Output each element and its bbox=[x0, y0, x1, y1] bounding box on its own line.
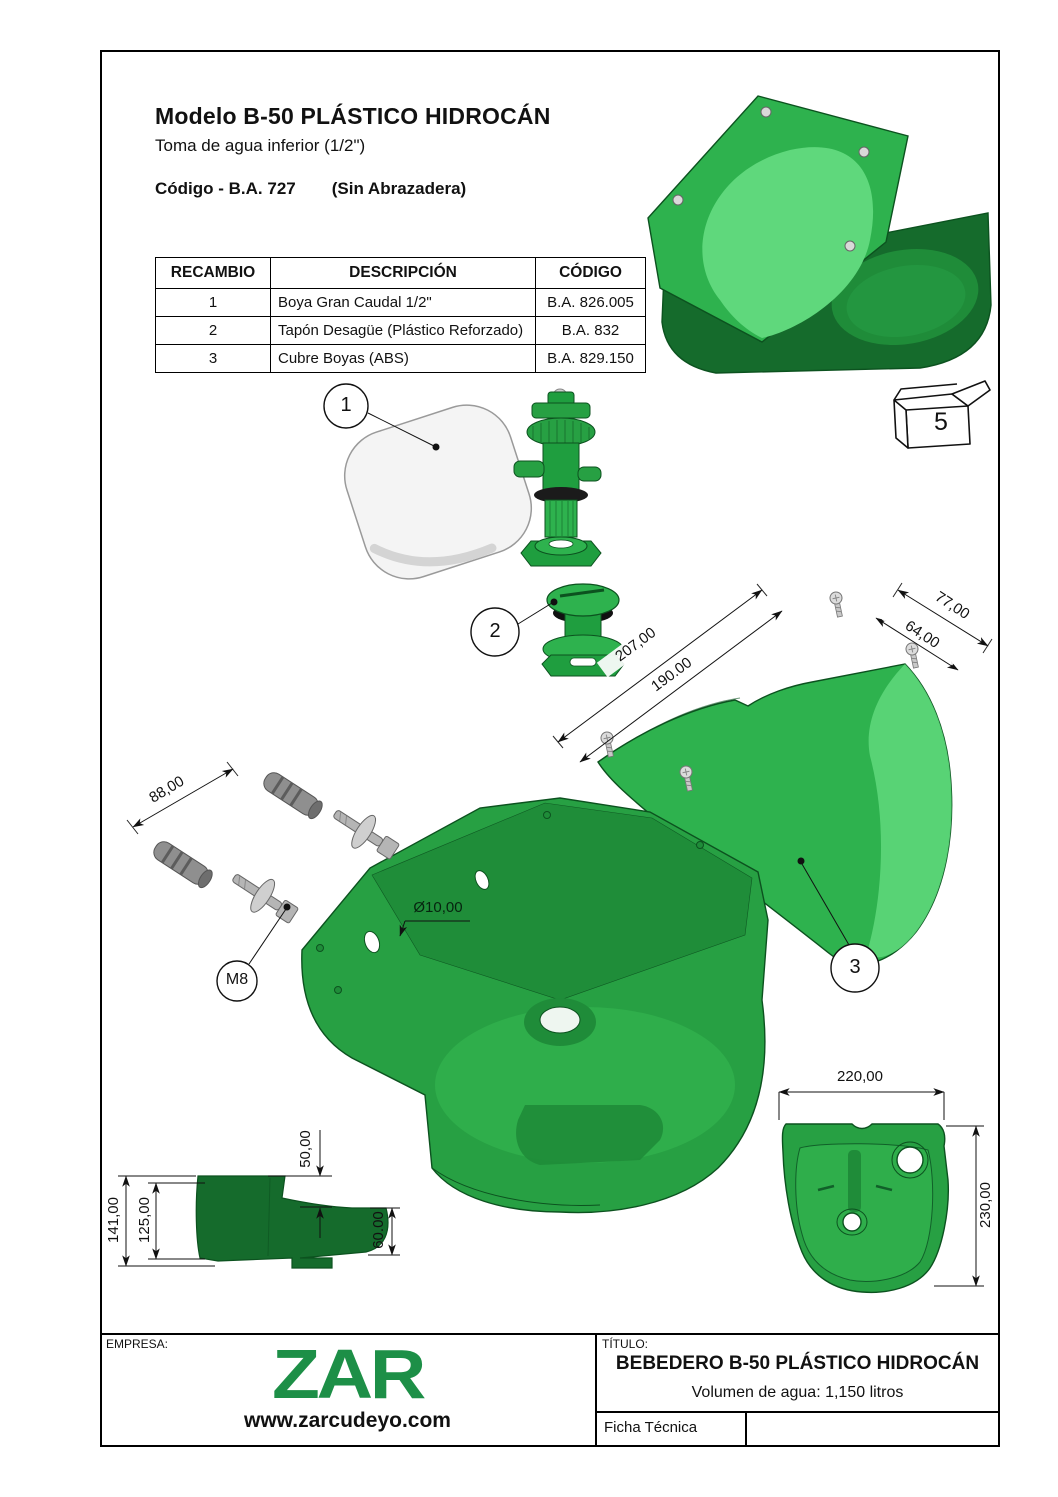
dim-side-back-height: 125,00 bbox=[136, 1197, 153, 1243]
col-header-codigo: CÓDIGO bbox=[535, 257, 646, 289]
bowl-body-drawing bbox=[301, 797, 769, 1214]
titleblock-cell-divider bbox=[745, 1411, 747, 1445]
website-url: www.zarcudeyo.com bbox=[244, 1409, 451, 1432]
empresa-label: EMPRESA: bbox=[106, 1337, 169, 1351]
footer-top-divider bbox=[100, 1333, 1000, 1335]
balloon-m8 bbox=[216, 903, 291, 1002]
dim-side-top-offset: 50,00 bbox=[297, 1130, 314, 1168]
dim-hole-diameter: Ø10,00 bbox=[413, 899, 463, 916]
zar-logo: ZAR bbox=[271, 1335, 426, 1413]
cell-codigo: B.A. 826.005 bbox=[535, 288, 646, 317]
balloon-m8-label: M8 bbox=[225, 971, 249, 988]
balloon-3-label: 3 bbox=[849, 956, 861, 978]
cover-part-drawing bbox=[552, 582, 993, 966]
anchor-hardware-drawing bbox=[126, 761, 400, 924]
document-title: BEBEDERO B-50 PLÁSTICO HIDROCÁN bbox=[615, 1353, 980, 1374]
cell-descripcion: Boya Gran Caudal 1/2" bbox=[270, 288, 536, 317]
packaging-quantity-label: 5 bbox=[934, 408, 948, 436]
dim-top-width: 220,00 bbox=[837, 1068, 883, 1085]
cell-codigo: B.A. 832 bbox=[535, 316, 646, 345]
balloon-3 bbox=[797, 857, 880, 993]
balloon-1 bbox=[323, 383, 440, 451]
dim-top-depth: 230,00 bbox=[977, 1182, 994, 1228]
product-code: Código - B.A. 727 bbox=[155, 179, 296, 198]
col-header-descripcion: DESCRIPCIÓN bbox=[270, 257, 536, 289]
doc-type: Ficha Técnica bbox=[604, 1419, 698, 1436]
dim-side-front-height: 60.00 bbox=[370, 1211, 387, 1249]
balloon-2-label: 2 bbox=[489, 620, 501, 642]
top-view-drawing bbox=[778, 1088, 984, 1294]
packaging-box-icon bbox=[893, 380, 991, 449]
balloon-1-label: 1 bbox=[340, 394, 352, 416]
cell-codigo: B.A. 829.150 bbox=[535, 344, 646, 373]
cell-recambio: 2 bbox=[155, 316, 271, 345]
sheet-frame bbox=[100, 50, 1000, 1447]
balloon-2 bbox=[470, 598, 558, 657]
water-volume: Volumen de agua: 1,150 litros bbox=[691, 1384, 904, 1401]
dim-side-total-height: 141,00 bbox=[105, 1197, 122, 1243]
titleblock-horizontal-divider bbox=[595, 1411, 1000, 1413]
parts-table: RECAMBIO DESCRIPCIÓN CÓDIGO 1 Boya Gran … bbox=[155, 257, 646, 373]
cell-descripcion: Tapón Desagüe (Plástico Reforzado) bbox=[270, 316, 536, 345]
titulo-label: TÍTULO: bbox=[602, 1337, 649, 1351]
table-row: 3 Cubre Boyas (ABS) B.A. 829.150 bbox=[155, 344, 646, 373]
cell-descripcion: Cubre Boyas (ABS) bbox=[270, 344, 536, 373]
table-row: 1 Boya Gran Caudal 1/2" B.A. 826.005 bbox=[155, 288, 646, 317]
product-overview-drawing bbox=[647, 95, 992, 374]
page-subtitle: Toma de agua inferior (1/2") bbox=[155, 136, 366, 155]
side-view-drawing bbox=[118, 1130, 400, 1269]
cell-recambio: 1 bbox=[155, 288, 271, 317]
col-header-recambio: RECAMBIO bbox=[155, 257, 271, 289]
cell-recambio: 3 bbox=[155, 344, 271, 373]
float-valve-drawing bbox=[343, 388, 602, 580]
product-code-note: (Sin Abrazadera) bbox=[331, 179, 467, 198]
cover-screws bbox=[672, 106, 870, 252]
table-row: 2 Tapón Desagüe (Plástico Reforzado) B.A… bbox=[155, 316, 646, 345]
product-code-row: Código - B.A. 727 (Sin Abrazadera) bbox=[155, 179, 466, 199]
footer-vertical-divider bbox=[595, 1333, 597, 1445]
page-title: Modelo B-50 PLÁSTICO HIDROCÁN bbox=[155, 103, 551, 129]
parts-table-header-row: RECAMBIO DESCRIPCIÓN CÓDIGO bbox=[155, 257, 646, 289]
